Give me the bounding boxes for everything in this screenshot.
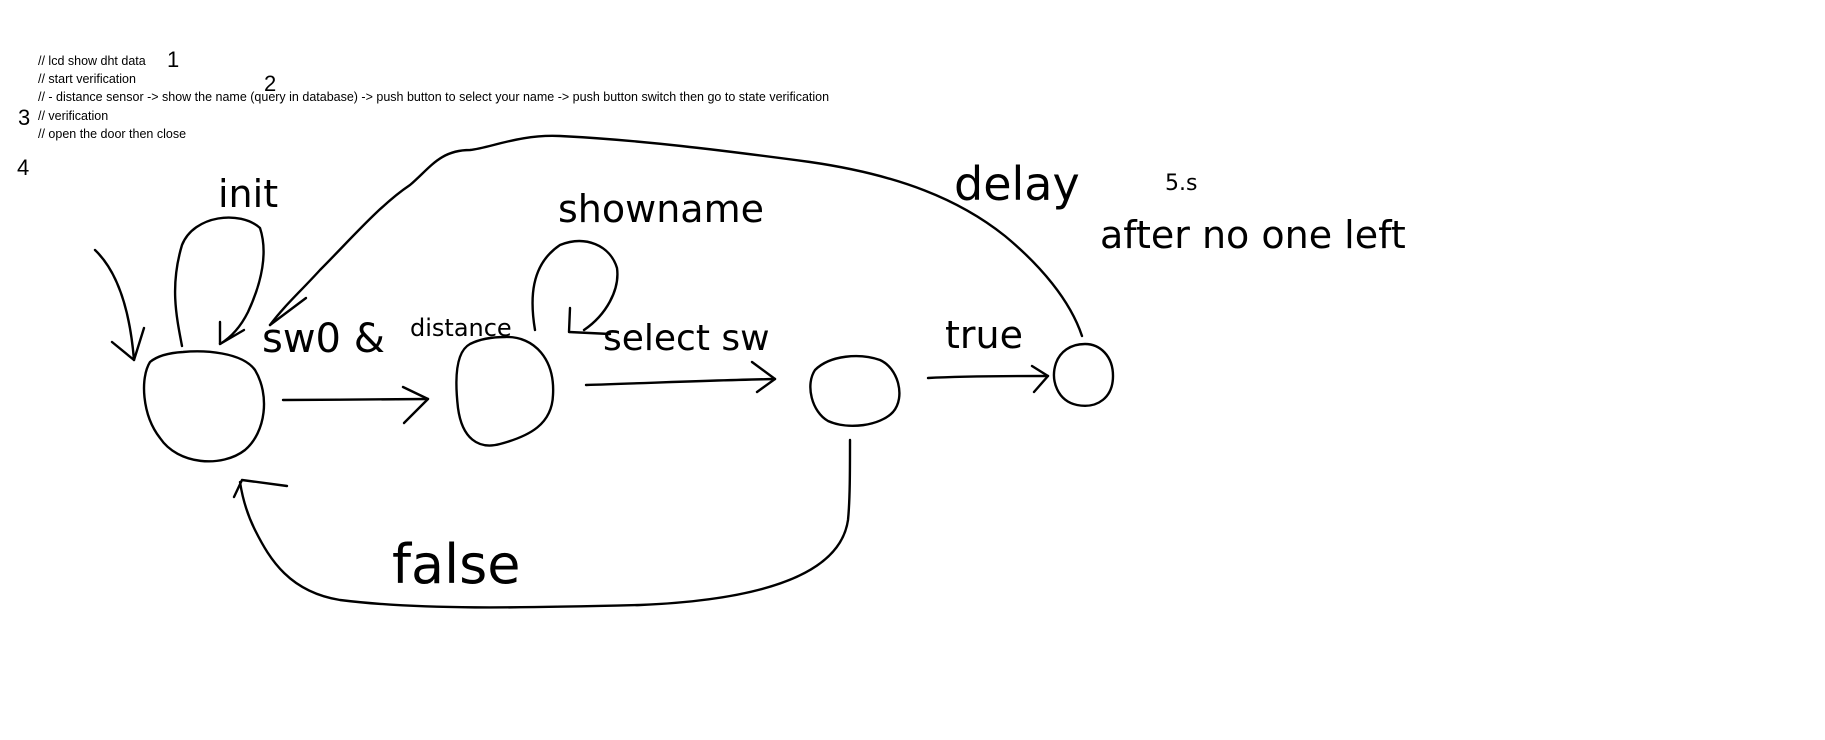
state-init-node bbox=[142, 350, 266, 463]
transition-false-arrowhead bbox=[232, 478, 289, 499]
initial-entry-arrow bbox=[93, 248, 136, 362]
label-select-sw: select sw bbox=[603, 318, 770, 359]
transition-delay-arrowhead bbox=[268, 296, 308, 327]
transitions bbox=[93, 134, 1084, 609]
step-marker-4: 4 bbox=[17, 155, 29, 180]
showname-self-loop bbox=[531, 240, 619, 332]
label-distance: distance bbox=[410, 314, 512, 342]
transition-select-sw-line bbox=[584, 377, 777, 387]
showname-self-loop-arrowhead bbox=[567, 306, 612, 336]
label-true: true bbox=[945, 313, 1023, 357]
step-markers: 1 2 3 4 bbox=[17, 47, 276, 180]
init-self-loop-arrowhead bbox=[218, 320, 246, 346]
note-line-1: // lcd show dht data bbox=[38, 54, 146, 68]
state-showname-node bbox=[455, 335, 555, 447]
step-marker-2: 2 bbox=[264, 71, 276, 96]
states bbox=[142, 335, 1115, 463]
note-line-5: // open the door then close bbox=[38, 127, 186, 141]
label-showname: showname bbox=[558, 187, 764, 231]
init-self-loop bbox=[173, 216, 265, 348]
step-marker-1: 1 bbox=[167, 47, 179, 72]
step-marker-3: 3 bbox=[18, 105, 30, 130]
initial-entry-arrowhead bbox=[110, 326, 146, 362]
transition-true-line bbox=[926, 374, 1050, 380]
label-delay: delay bbox=[954, 157, 1080, 211]
state-verification-node bbox=[809, 354, 901, 427]
diagram-labels: init sw0 & distance showname select sw t… bbox=[218, 157, 1406, 596]
state-open-door-node bbox=[1052, 342, 1115, 407]
transition-false-path bbox=[238, 438, 852, 609]
transition-sw-distance-arrowhead bbox=[401, 385, 430, 425]
label-delay-value: 5.s bbox=[1165, 171, 1197, 196]
label-sw-and: sw0 & bbox=[262, 316, 385, 362]
note-line-4: // verification bbox=[38, 109, 108, 123]
label-false: false bbox=[392, 533, 520, 596]
transition-select-sw-arrowhead bbox=[750, 360, 777, 394]
transition-delay-path bbox=[268, 134, 1084, 338]
label-after-no-one-left: after no one left bbox=[1100, 213, 1406, 257]
notes-block: // lcd show dht data // start verificati… bbox=[38, 54, 829, 141]
note-line-3: // - distance sensor -> show the name (q… bbox=[38, 90, 829, 104]
transition-sw-distance-line bbox=[281, 397, 430, 402]
note-line-2: // start verification bbox=[38, 72, 136, 86]
label-init: init bbox=[218, 172, 278, 216]
transition-true-arrowhead bbox=[1030, 364, 1050, 394]
